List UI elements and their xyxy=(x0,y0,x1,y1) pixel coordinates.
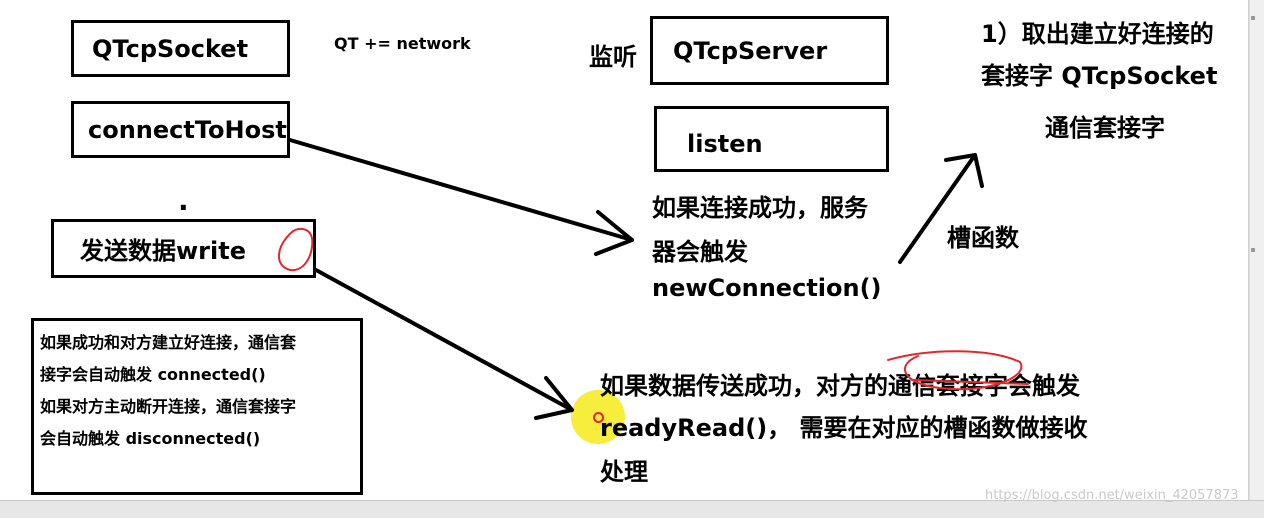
slot-function-label: 槽函数 xyxy=(947,224,1019,252)
note-line-1: 如果成功和对方建立好连接，通信套 xyxy=(40,333,297,352)
red-circle-comm-socket xyxy=(887,350,1023,391)
status-bar xyxy=(0,500,1264,518)
red-circle-write xyxy=(278,227,314,272)
arrowhead-write xyxy=(534,376,574,420)
arrow-slot-up xyxy=(898,153,977,264)
listen-prefix: 监听 xyxy=(589,43,637,71)
connect-success-line-3: newConnection() xyxy=(652,274,882,302)
listen-box: listen xyxy=(654,106,889,172)
scrollbar-marker xyxy=(1251,16,1255,20)
connecttohost-box: connectToHost xyxy=(71,101,290,158)
listen-label: listen xyxy=(687,130,763,158)
note-line-2: 接字会自动触发 connected() xyxy=(40,365,266,384)
arrow-connect-to-listen xyxy=(288,138,634,242)
dot-mark: . xyxy=(178,184,189,217)
connect-success-line-2: 器会触发 xyxy=(652,238,748,266)
vertical-scrollbar[interactable] xyxy=(1249,0,1264,500)
red-underline-comm-socket xyxy=(911,379,1029,385)
data-line-3: 处理 xyxy=(600,458,648,486)
data-line-1: 如果数据传送成功，对方的通信套接字会触发 xyxy=(600,372,1080,400)
arrowhead-connect xyxy=(594,210,634,256)
note-line-3: 如果对方主动断开连接，通信套接字 xyxy=(40,397,297,416)
scrollbar-marker xyxy=(1251,248,1255,252)
cursor-icon xyxy=(593,412,604,423)
data-line-2: readyRead()， 需要在对应的槽函数做接收 xyxy=(600,414,1088,442)
qtcpserver-label: QTcpServer xyxy=(673,36,828,65)
connect-success-line-1: 如果连接成功，服务 xyxy=(652,194,868,222)
send-write-box: 发送数据write xyxy=(51,219,316,278)
qtcpsocket-box: QTcpSocket xyxy=(71,20,290,77)
qtcpsocket-label: QTcpSocket xyxy=(92,34,249,63)
arrowhead-slot xyxy=(944,153,984,188)
connecttohost-label: connectToHost xyxy=(88,115,287,144)
qtcpserver-box: QTcpServer xyxy=(650,16,889,85)
watermark: https://blog.csdn.net/weixin_42057873 xyxy=(985,488,1239,503)
client-note-box: 如果成功和对方建立好连接，通信套 接字会自动触发 connected() 如果对… xyxy=(31,318,363,495)
note-line-4: 会自动触发 disconnected() xyxy=(40,429,261,448)
extract-line-1: 1）取出建立好连接的 xyxy=(981,20,1214,48)
qt-network-config: QT += network xyxy=(334,34,471,53)
extract-line-2: 套接字 QTcpSocket xyxy=(981,62,1218,90)
arrow-write-to-readyread xyxy=(314,268,574,412)
send-write-label: 发送数据write xyxy=(80,237,246,265)
comm-socket-label: 通信套接字 xyxy=(1045,114,1165,142)
